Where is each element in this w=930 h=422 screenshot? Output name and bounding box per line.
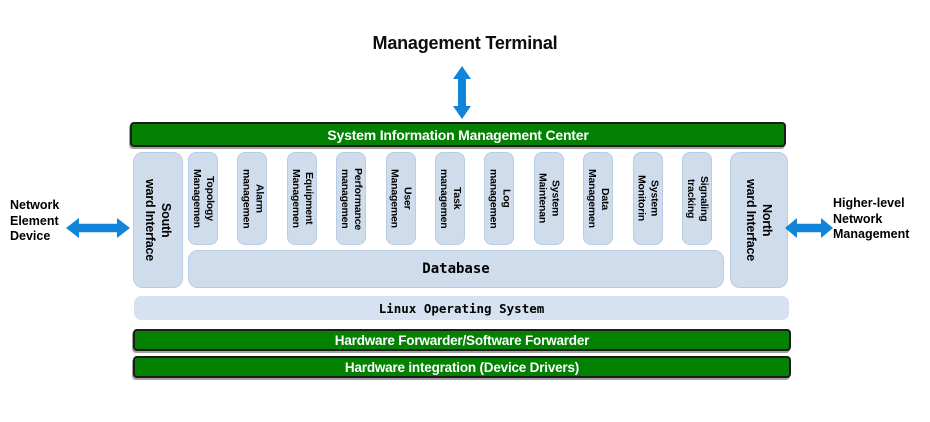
page-title: Management Terminal	[372, 33, 558, 53]
hardware-forwarder-label: Hardware Forwarder/Software Forwarder	[334, 332, 590, 348]
left-double-arrow-icon	[66, 218, 130, 238]
right-double-arrow-icon	[785, 218, 833, 238]
linux-operating-system-band: Linux Operating System	[134, 296, 789, 320]
module-box-data-management: Data Managemen	[583, 152, 614, 245]
module-box-user-management: User Managemen	[385, 152, 416, 245]
southward-interface-box: South ward Interface	[133, 152, 183, 288]
module-box-performance-management: Performance managemen	[336, 152, 367, 245]
module-label: Task managemen	[437, 168, 463, 229]
module-box-system-monitoring: System Monitorin	[632, 152, 663, 245]
hardware-integration-bar: Hardware integration (Device Drivers)	[133, 356, 791, 378]
module-row: Topology Managemen Alarm managemen Equip…	[188, 152, 712, 245]
higher-level-network-management-label: Higher-level Network Management	[833, 196, 910, 241]
hardware-integration-label: Hardware integration (Device Drivers)	[344, 359, 580, 375]
network-element-device-label: Network Element Device	[10, 198, 60, 243]
module-label: Topology Managemen	[191, 169, 216, 228]
northward-interface-box: North ward Interface	[730, 152, 788, 288]
module-label: System Maintenan	[536, 173, 562, 224]
module-box-log-management: Log managemen	[484, 152, 515, 245]
module-label: Alarm managemen	[240, 168, 266, 229]
module-box-topology-management: Topology Managemen	[188, 152, 218, 245]
system-information-management-center-bar: System Information Management Center	[130, 122, 786, 147]
vertical-double-arrow-icon	[453, 66, 471, 119]
module-label: Equipment Managemen	[289, 169, 315, 228]
southward-interface-label: South ward Interface	[143, 179, 173, 261]
module-label: User Managemen	[388, 169, 414, 228]
module-label: Log managemen	[487, 168, 513, 229]
module-label: Data Managemen	[586, 169, 612, 228]
system-information-management-center-label: System Information Management Center	[327, 126, 589, 143]
database-label: Database	[422, 261, 490, 277]
database-box: Database	[188, 250, 724, 288]
module-box-signaling-tracking: Signaling tracking	[681, 152, 712, 245]
module-box-equipment-management: Equipment Managemen	[286, 152, 317, 245]
module-box-system-maintenance: System Maintenan	[533, 152, 564, 245]
module-label: System Monitorin	[635, 175, 661, 222]
module-label: Signaling tracking	[684, 175, 710, 222]
module-box-task-management: Task managemen	[434, 152, 465, 245]
module-label: Performance managemen	[339, 167, 365, 230]
linux-operating-system-label: Linux Operating System	[378, 300, 545, 316]
northward-interface-label: North ward Interface	[744, 179, 774, 261]
module-box-alarm-management: Alarm managemen	[237, 152, 268, 245]
hardware-forwarder-bar: Hardware Forwarder/Software Forwarder	[133, 329, 791, 351]
